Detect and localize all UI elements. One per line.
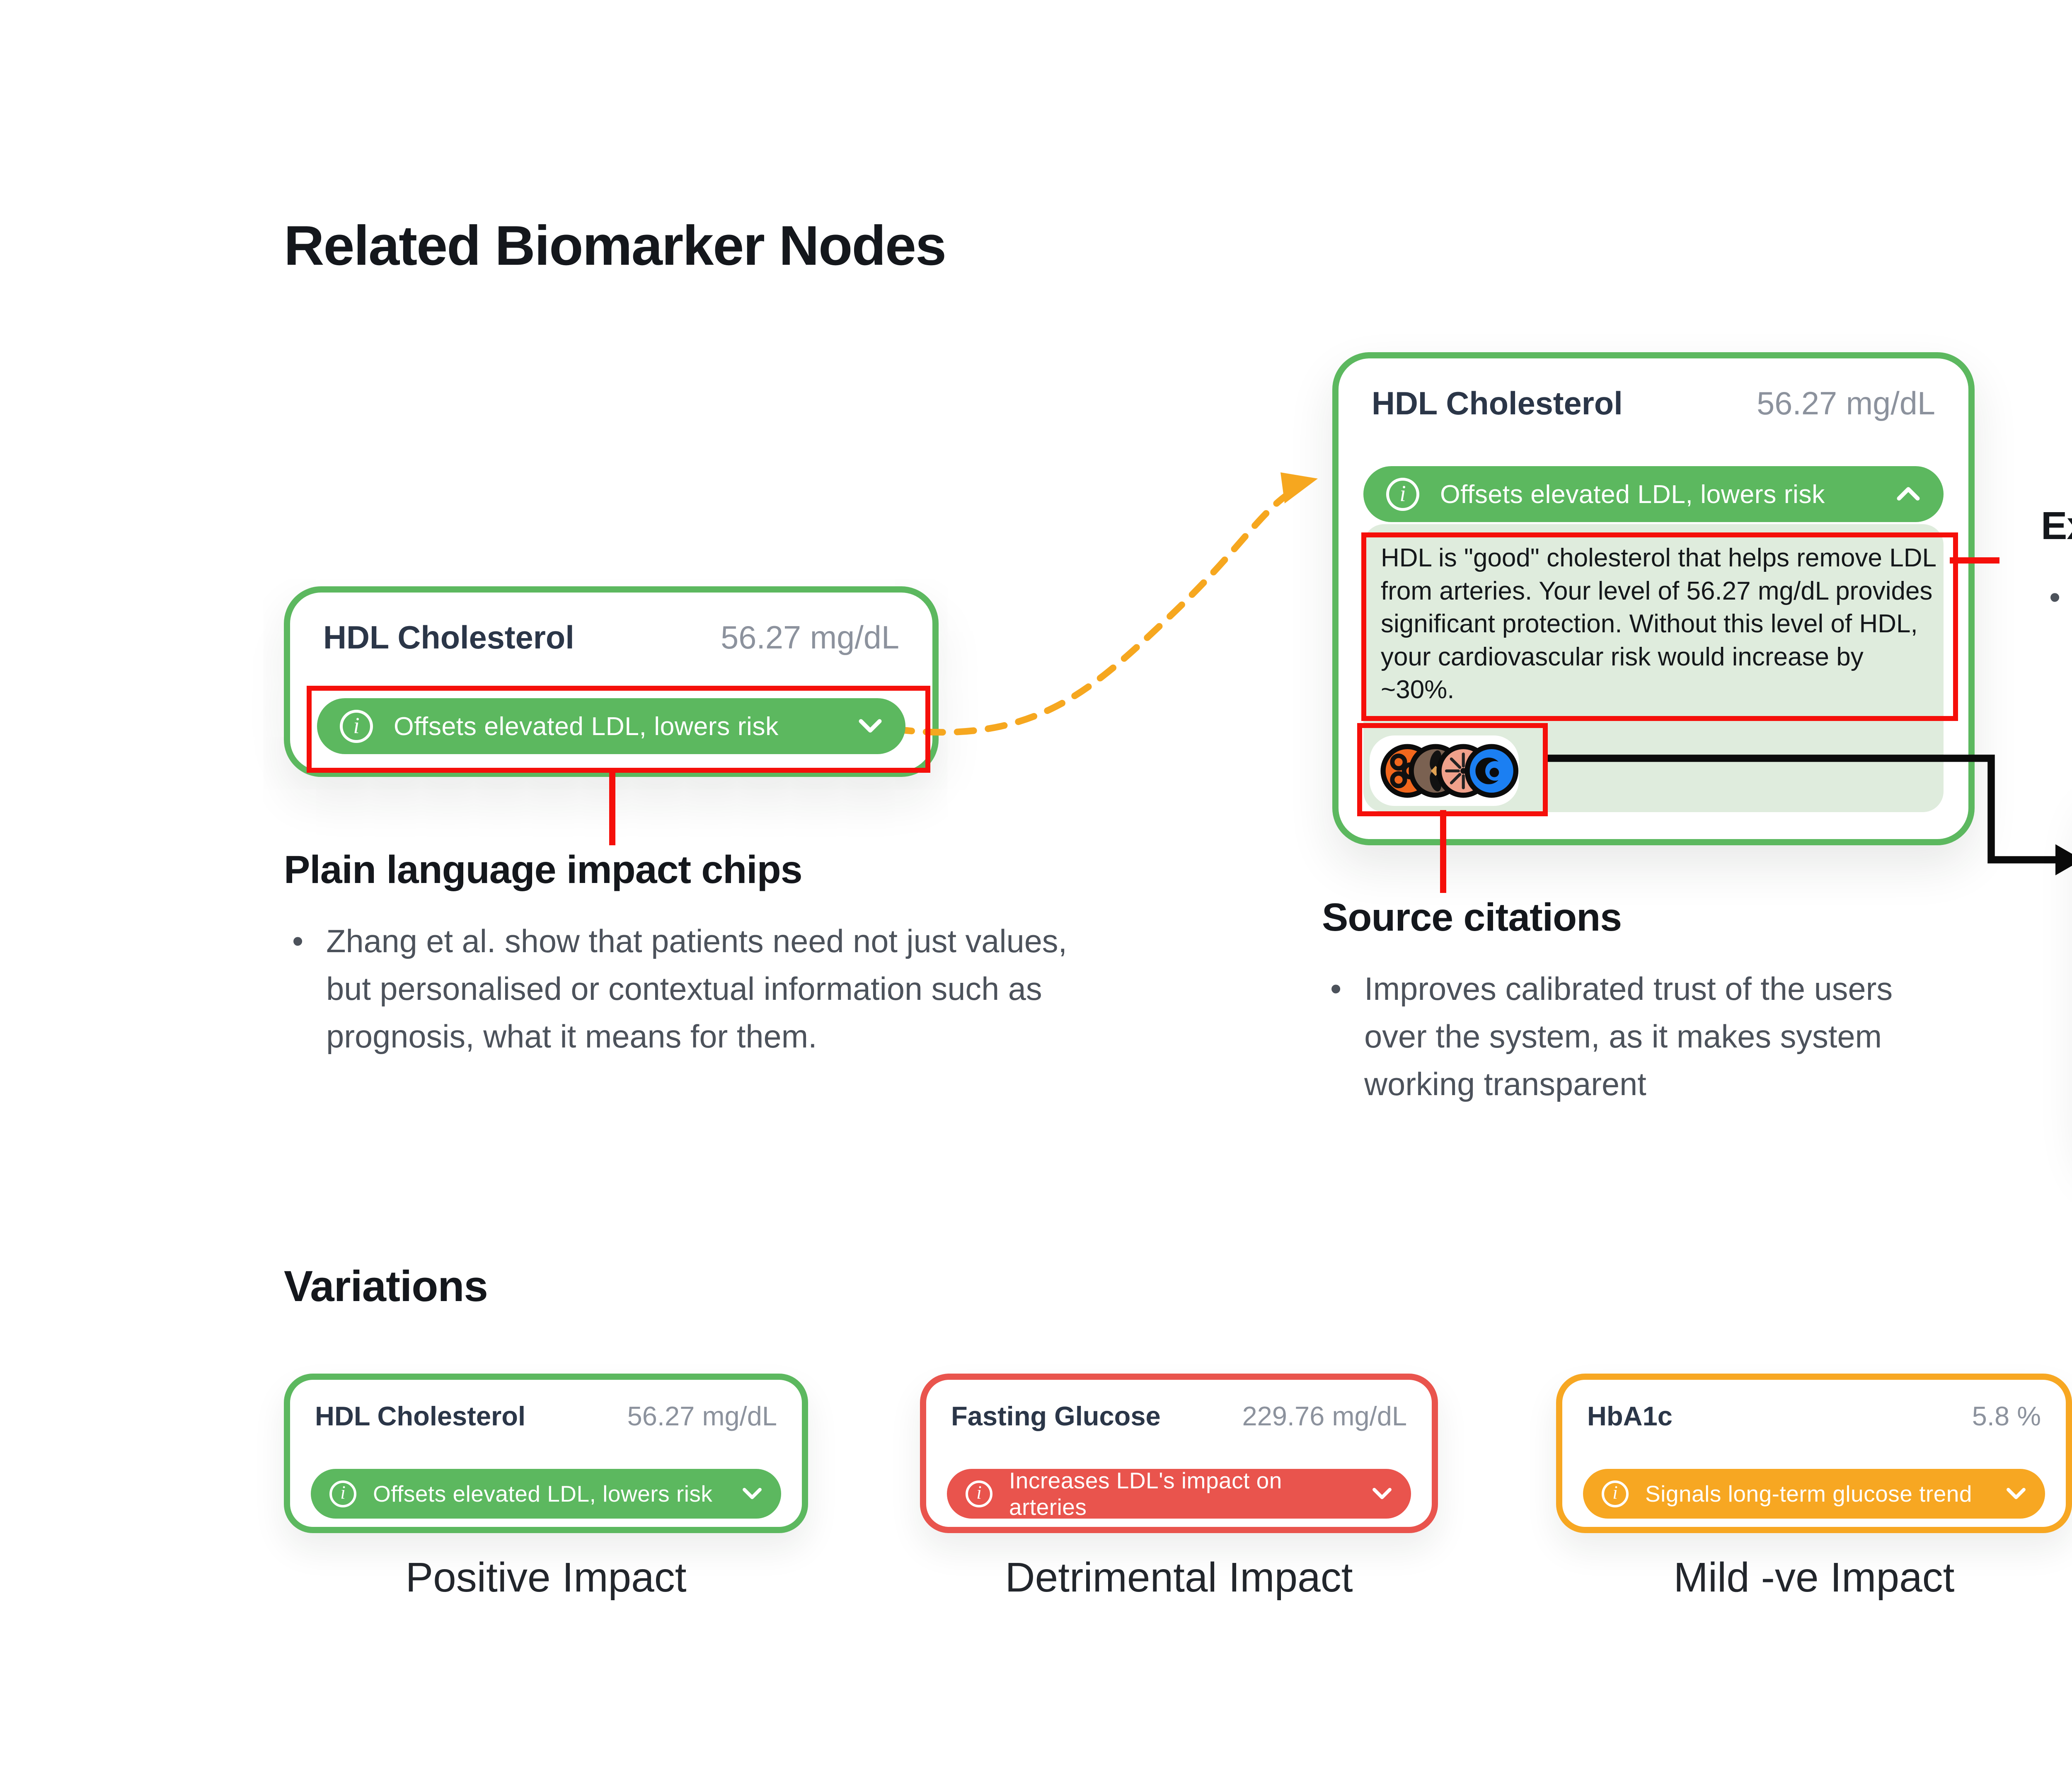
variation-caption: Positive Impact xyxy=(405,1554,687,1601)
node-title: HDL Cholesterol xyxy=(315,1401,526,1431)
dashed-curve-connector xyxy=(892,492,1290,736)
variation-node-positive[interactable]: HDL Cholesterol 56.27 mg/dL i Offsets el… xyxy=(284,1374,808,1533)
node-value: 229.76 mg/dL xyxy=(1242,1401,1407,1431)
chevron-down-icon[interactable] xyxy=(2006,1487,2026,1501)
variation-caption: Mild -ve Impact xyxy=(1673,1554,1955,1601)
annotation-leader-line xyxy=(1950,557,1999,564)
black-connector-arrowhead xyxy=(2055,844,2072,876)
chevron-down-icon[interactable] xyxy=(858,718,883,735)
heading-variations: Variations xyxy=(284,1262,488,1311)
node-title: HDL Cholesterol xyxy=(1372,386,1623,421)
chevron-up-icon[interactable] xyxy=(1896,486,1921,503)
impact-chip-label: Signals long-term glucose trend xyxy=(1645,1481,1972,1507)
variation-node-mild-negative[interactable]: HbA1c 5.8 % i Signals long-term glucose … xyxy=(1556,1374,2072,1533)
annotation-leader-line xyxy=(1440,810,1446,893)
node-value: 5.8 % xyxy=(1972,1401,2041,1431)
annotation-leader-line xyxy=(609,773,615,845)
impact-chip-label: Offsets elevated LDL, lowers risk xyxy=(1440,479,1825,509)
note-source-citations: • Improves calibrated trust of the users… xyxy=(1330,965,1935,1108)
note-text: Zhang et al. show that patients need not… xyxy=(326,924,1067,1055)
heading-source-citations: Source citations xyxy=(1322,895,1622,939)
impact-chip[interactable]: i Signals long-term glucose trend xyxy=(1583,1469,2045,1519)
impact-chip-label: Offsets elevated LDL, lowers risk xyxy=(373,1481,713,1507)
note-plain-chips: • Zhang et al. show that patients need n… xyxy=(292,918,1092,1061)
info-icon: i xyxy=(340,709,373,743)
annotation-box-chip xyxy=(307,686,930,773)
heading-extend-summary: Extend summary xyxy=(2041,504,2072,548)
note-text: Improves calibrated trust of the users o… xyxy=(1364,971,1893,1102)
info-icon: i xyxy=(1386,477,1419,511)
source-citation-avatars[interactable] xyxy=(1370,735,1519,806)
impact-chip[interactable]: i Increases LDL's impact on arteries xyxy=(947,1468,1411,1520)
impact-chip[interactable]: i Offsets elevated LDL, lowers risk xyxy=(317,698,905,754)
impact-chip-label: Offsets elevated LDL, lowers risk xyxy=(394,711,779,741)
bullet-dot: • xyxy=(292,924,304,959)
variation-node-detrimental[interactable]: Fasting Glucose 229.76 mg/dL i Increases… xyxy=(920,1374,1438,1533)
impact-chip[interactable]: i Offsets elevated LDL, lowers risk xyxy=(311,1469,781,1519)
chevron-down-icon[interactable] xyxy=(1372,1487,1392,1501)
dashed-curve-arrowhead xyxy=(1280,472,1318,503)
source-avatar-icon xyxy=(1464,744,1518,798)
annotation-box-sources xyxy=(1357,723,1548,816)
info-icon: i xyxy=(966,1480,992,1507)
node-title: HDL Cholesterol xyxy=(323,620,574,656)
bullet-dot: • xyxy=(2049,580,2061,615)
node-value: 56.27 mg/dL xyxy=(627,1401,777,1431)
info-icon: i xyxy=(329,1480,356,1507)
page-title: Related Biomarker Nodes xyxy=(284,214,946,277)
bullet-dot: • xyxy=(1330,971,1342,1007)
biomarker-node-expanded[interactable]: HDL Cholesterol 56.27 mg/dL i Offsets el… xyxy=(1332,352,1975,845)
variation-caption: Detrimental Impact xyxy=(1005,1554,1353,1601)
heading-plain-chips: Plain language impact chips xyxy=(284,848,803,892)
impact-chip-expanded[interactable]: i Offsets elevated LDL, lowers risk xyxy=(1363,466,1944,522)
chevron-down-icon[interactable] xyxy=(742,1487,762,1501)
node-value: 56.27 mg/dL xyxy=(1757,386,1935,421)
impact-chip-label: Increases LDL's impact on arteries xyxy=(1009,1468,1282,1520)
biomarker-node-collapsed[interactable]: HDL Cholesterol 56.27 mg/dL i Offsets el… xyxy=(284,586,939,777)
note-extend-summary: • Improves calibrated trust of the users… xyxy=(2049,574,2072,669)
node-value: 56.27 mg/dL xyxy=(721,620,899,656)
node-title: HbA1c xyxy=(1587,1401,1673,1431)
plain-language-summary: HDL is "good" cholesterol that helps rem… xyxy=(1361,532,1958,721)
info-icon: i xyxy=(1602,1480,1629,1507)
node-title: Fasting Glucose xyxy=(951,1401,1161,1431)
